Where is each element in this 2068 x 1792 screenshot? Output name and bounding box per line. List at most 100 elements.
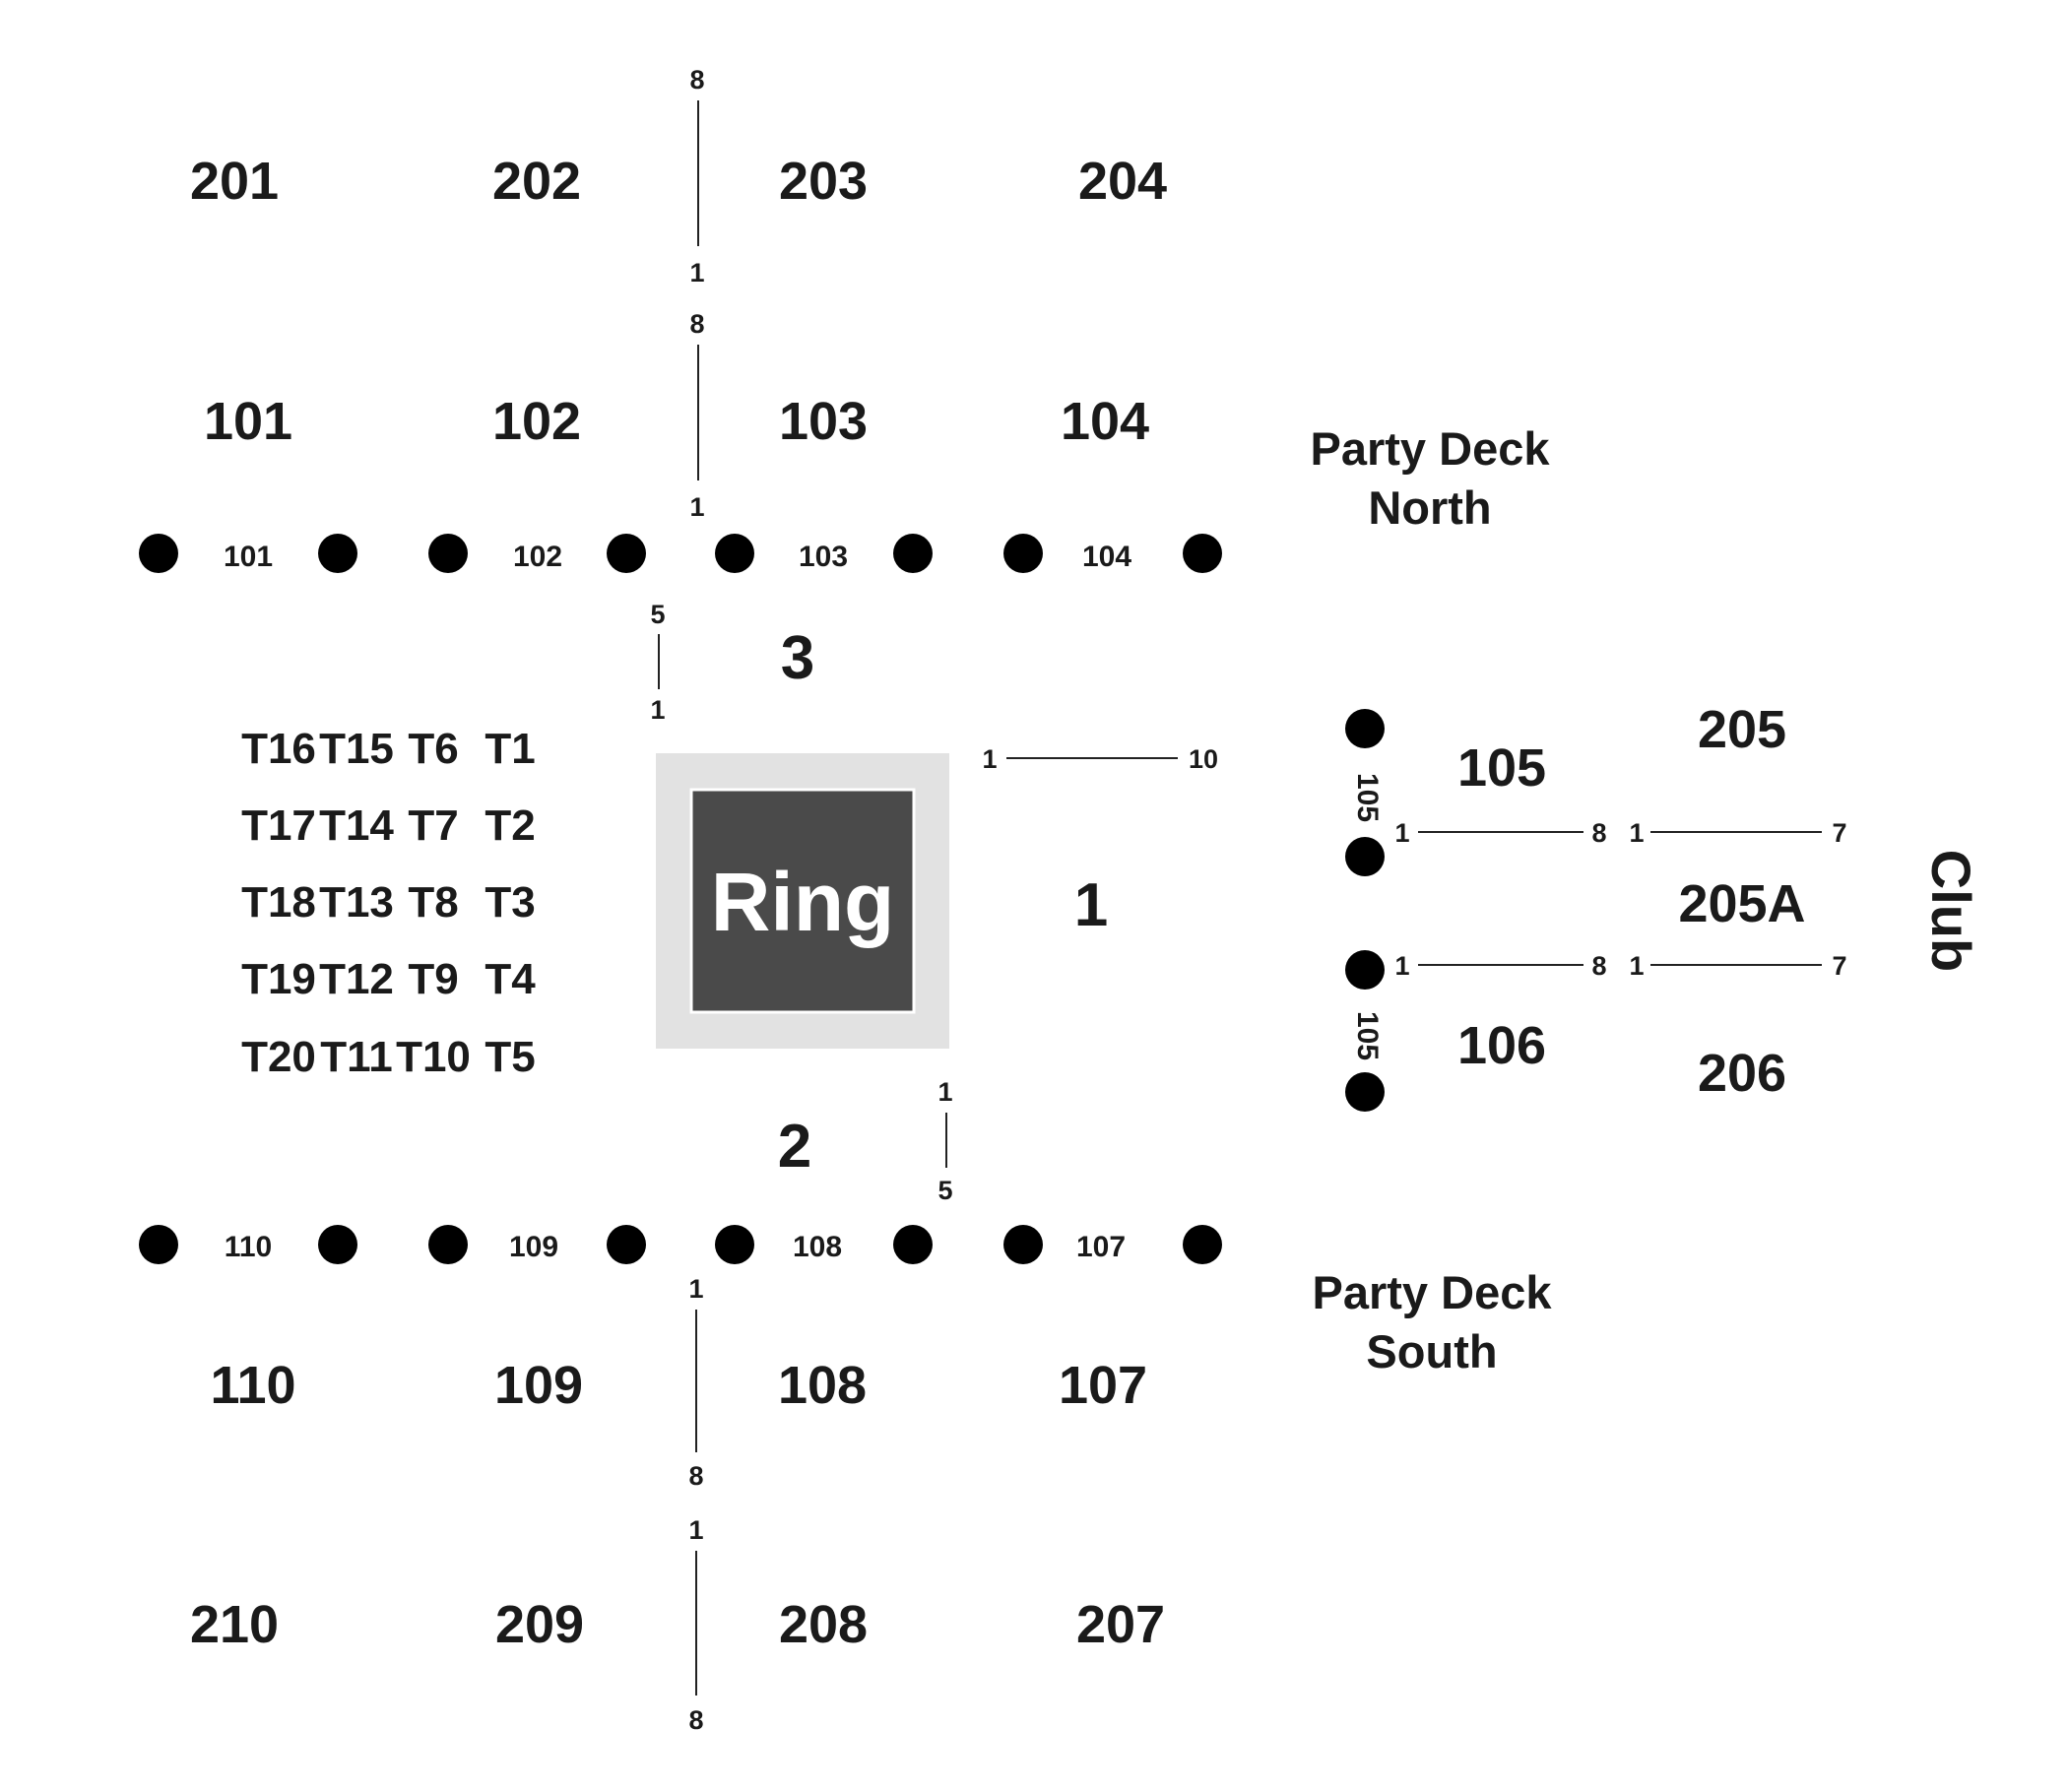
section-207[interactable]: 207 bbox=[1076, 1595, 1165, 1654]
row-marker-bottom: 1 bbox=[650, 695, 665, 725]
section-205A[interactable]: 205A bbox=[1678, 874, 1805, 933]
wheelchair-icon bbox=[428, 534, 468, 573]
wheelchair-icon bbox=[715, 534, 754, 573]
accessible-label-105-south[interactable]: 105 bbox=[1351, 1011, 1384, 1060]
section-204[interactable]: 204 bbox=[1078, 152, 1167, 211]
wheelchair-icon bbox=[139, 1225, 178, 1264]
floor-section-2[interactable]: 2 bbox=[778, 1113, 811, 1181]
section-107[interactable]: 107 bbox=[1059, 1356, 1147, 1415]
section-202[interactable]: 202 bbox=[492, 152, 581, 211]
section-208[interactable]: 208 bbox=[779, 1595, 868, 1654]
wheelchair-icon bbox=[1003, 1225, 1043, 1264]
section-102[interactable]: 102 bbox=[492, 392, 581, 451]
row-marker-start: 1 bbox=[1394, 951, 1409, 981]
row-marker-top: 5 bbox=[650, 600, 665, 629]
table-T15[interactable]: T15 bbox=[319, 725, 394, 773]
wheelchair-icon bbox=[893, 1225, 933, 1264]
row-marker-end: 8 bbox=[1591, 951, 1606, 981]
wheelchair-icon bbox=[715, 1225, 754, 1264]
accessible-row-north bbox=[139, 534, 1222, 573]
table-T4[interactable]: T4 bbox=[485, 955, 536, 1003]
wheelchair-icon bbox=[428, 1225, 468, 1264]
wheelchair-icon bbox=[1345, 1072, 1385, 1112]
table-T14[interactable]: T14 bbox=[319, 801, 394, 850]
ring[interactable] bbox=[689, 788, 916, 1014]
row-marker-bottom: 1 bbox=[689, 492, 704, 522]
accessible-label-104[interactable]: 104 bbox=[1082, 541, 1131, 573]
party-deck-north-line1[interactable]: Party Deck bbox=[1311, 422, 1551, 475]
party-deck-south-line1[interactable]: Party Deck bbox=[1313, 1266, 1553, 1318]
section-203[interactable]: 203 bbox=[779, 152, 868, 211]
wheelchair-icon bbox=[318, 534, 357, 573]
table-T17[interactable]: T17 bbox=[241, 801, 316, 850]
section-106[interactable]: 106 bbox=[1457, 1016, 1546, 1075]
wheelchair-icon bbox=[1345, 709, 1385, 748]
table-T3[interactable]: T3 bbox=[485, 878, 535, 927]
section-205[interactable]: 205 bbox=[1698, 700, 1786, 759]
section-201[interactable]: 201 bbox=[190, 152, 279, 211]
row-marker-start: 1 bbox=[1394, 818, 1409, 848]
accessible-label-108[interactable]: 108 bbox=[793, 1231, 842, 1263]
wheelchair-icon bbox=[139, 534, 178, 573]
table-grid: T16 T15 T6 T1 T17 T14 T7 T2 T18 T13 T8 T… bbox=[241, 725, 536, 1081]
section-105[interactable]: 105 bbox=[1457, 738, 1546, 798]
section-109[interactable]: 109 bbox=[494, 1356, 583, 1415]
accessible-label-110[interactable]: 110 bbox=[225, 1231, 272, 1263]
row-marker-end: 8 bbox=[1591, 818, 1606, 848]
section-108[interactable]: 108 bbox=[778, 1356, 867, 1415]
wheelchair-icon bbox=[893, 534, 933, 573]
section-210[interactable]: 210 bbox=[190, 1595, 279, 1654]
section-206[interactable]: 206 bbox=[1698, 1044, 1786, 1103]
wheelchair-icon bbox=[1183, 1225, 1222, 1264]
row-marker-bottom: 8 bbox=[688, 1705, 703, 1735]
table-T18[interactable]: T18 bbox=[241, 878, 316, 927]
section-209[interactable]: 209 bbox=[495, 1595, 584, 1654]
club-label[interactable]: Club bbox=[1920, 850, 1982, 972]
row-marker-bottom: 8 bbox=[688, 1461, 703, 1491]
table-T2[interactable]: T2 bbox=[485, 801, 535, 850]
table-T6[interactable]: T6 bbox=[408, 725, 458, 773]
section-101[interactable]: 101 bbox=[204, 392, 292, 451]
table-T1[interactable]: T1 bbox=[485, 725, 535, 773]
accessible-label-101[interactable]: 101 bbox=[224, 541, 273, 573]
table-T20[interactable]: T20 bbox=[241, 1033, 316, 1081]
table-T19[interactable]: T19 bbox=[241, 955, 316, 1003]
row-marker-start: 1 bbox=[982, 744, 997, 774]
table-T7[interactable]: T7 bbox=[408, 801, 458, 850]
table-T5[interactable]: T5 bbox=[485, 1033, 535, 1081]
table-T13[interactable]: T13 bbox=[319, 878, 394, 927]
table-T8[interactable]: T8 bbox=[408, 878, 458, 927]
accessible-label-107[interactable]: 107 bbox=[1076, 1231, 1126, 1263]
row-marker-top: 1 bbox=[688, 1515, 703, 1545]
row-marker-top: 8 bbox=[689, 309, 704, 339]
accessible-label-102[interactable]: 102 bbox=[513, 541, 562, 573]
row-marker-top: 1 bbox=[688, 1274, 703, 1304]
table-T10[interactable]: T10 bbox=[396, 1033, 471, 1081]
section-110[interactable]: 110 bbox=[210, 1356, 295, 1415]
table-T16[interactable]: T16 bbox=[241, 725, 316, 773]
section-103[interactable]: 103 bbox=[779, 392, 868, 451]
row-marker-end: 7 bbox=[1832, 818, 1846, 848]
row-marker-top: 8 bbox=[689, 65, 704, 95]
table-T9[interactable]: T9 bbox=[408, 955, 458, 1003]
row-marker-end: 10 bbox=[1189, 744, 1218, 774]
accessible-label-103[interactable]: 103 bbox=[799, 541, 848, 573]
ring-label: Ring bbox=[711, 856, 895, 948]
wheelchair-icon bbox=[318, 1225, 357, 1264]
floor-section-1[interactable]: 1 bbox=[1074, 871, 1108, 939]
table-T12[interactable]: T12 bbox=[319, 955, 394, 1003]
table-T11[interactable]: T11 bbox=[320, 1033, 392, 1081]
wheelchair-icon bbox=[607, 534, 646, 573]
wheelchair-icon bbox=[607, 1225, 646, 1264]
party-deck-north-line2[interactable]: North bbox=[1368, 481, 1491, 534]
row-marker-start: 1 bbox=[1629, 818, 1644, 848]
party-deck-south-line2[interactable]: South bbox=[1366, 1325, 1497, 1377]
section-104[interactable]: 104 bbox=[1061, 392, 1149, 451]
row-marker-bottom: 5 bbox=[937, 1176, 952, 1205]
wheelchair-icon bbox=[1003, 534, 1043, 573]
accessible-label-109[interactable]: 109 bbox=[509, 1231, 558, 1263]
row-marker-end: 7 bbox=[1832, 951, 1846, 981]
accessible-label-105[interactable]: 105 bbox=[1351, 773, 1384, 822]
floor-section-3[interactable]: 3 bbox=[781, 624, 814, 692]
